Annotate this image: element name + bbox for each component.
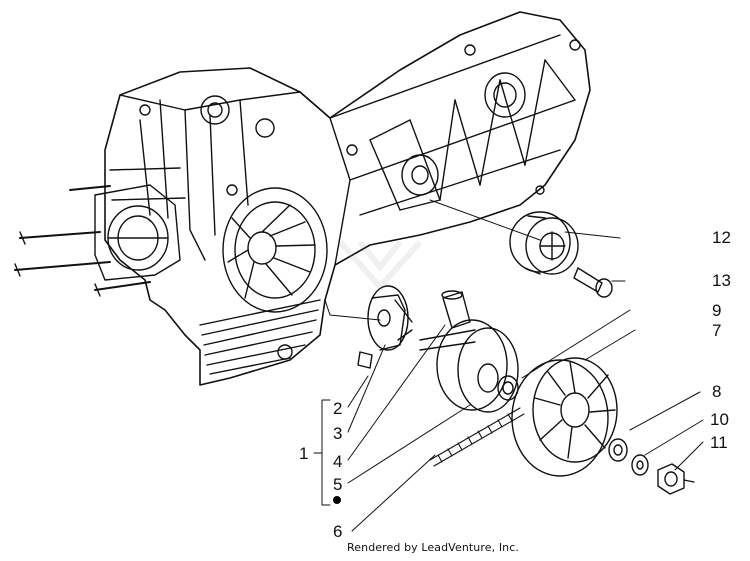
callout-6: 6 xyxy=(333,522,343,541)
callout-5: 5 xyxy=(333,475,343,494)
callout-8: 8 xyxy=(712,382,722,401)
part-11-nut xyxy=(657,463,695,495)
filled-dot-icon xyxy=(333,496,341,504)
part-2-slider xyxy=(357,351,373,369)
part-12-driven-pulley xyxy=(509,211,579,275)
callout-13: 13 xyxy=(712,271,731,290)
part-5-movable-pulley xyxy=(419,319,519,413)
part-7-fan-pulley xyxy=(511,357,618,477)
part-9-washer xyxy=(497,375,519,401)
part-13-bolt xyxy=(573,267,613,298)
callout-9: 9 xyxy=(712,301,722,320)
leader-lines xyxy=(313,199,704,532)
callout-12: 12 xyxy=(712,228,731,247)
part-8-washer xyxy=(608,438,628,462)
part-4-bushing xyxy=(441,290,471,329)
part-10-washer xyxy=(631,454,649,476)
part-6-drive-belt xyxy=(429,407,525,467)
callout-2: 2 xyxy=(333,399,343,418)
footer-credit: Rendered by LeadVenture, Inc. xyxy=(347,541,519,554)
crankcase-housing xyxy=(14,11,591,386)
callout-10: 10 xyxy=(710,410,729,429)
part-3-cam-plate xyxy=(367,285,413,351)
callout-4: 4 xyxy=(333,452,343,471)
callout-1: 1 xyxy=(299,444,309,463)
leadventure-watermark-icon xyxy=(337,240,423,292)
callout-11: 11 xyxy=(710,433,728,452)
callout-3: 3 xyxy=(333,424,343,443)
callout-7: 7 xyxy=(712,321,722,340)
